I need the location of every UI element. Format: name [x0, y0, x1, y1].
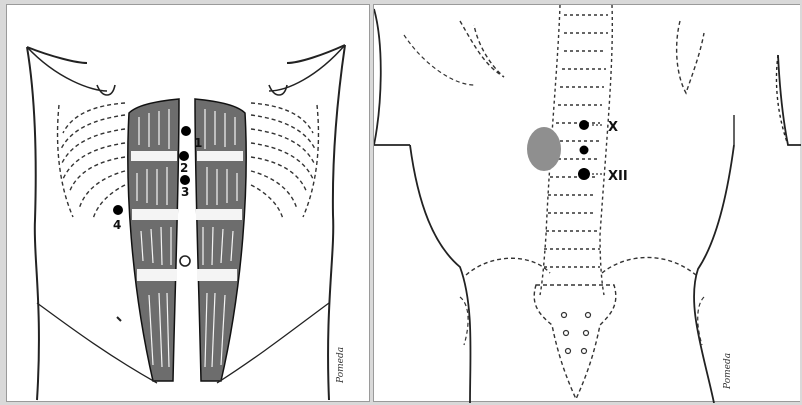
- trigger-point-label-1: 1: [194, 136, 202, 150]
- rectus-abdominis-right: [195, 99, 246, 381]
- trigger-point-2: [179, 151, 189, 161]
- hip-curve-left: [460, 297, 468, 345]
- left-nipple: [97, 85, 115, 95]
- trigger-point-1: [181, 126, 191, 136]
- trigger-point-label-3: 3: [181, 185, 189, 199]
- torso-outline-right: [287, 45, 345, 400]
- back-outline-left: [374, 9, 471, 403]
- torso-outline: [27, 47, 87, 400]
- lower-abdomen-mark: [117, 317, 121, 321]
- vertebra-point-xi: [580, 146, 589, 155]
- iliac-crest-right: [602, 257, 696, 275]
- artist-signature-front: Pomeda: [336, 347, 346, 384]
- trigger-point-label-4: 4: [113, 218, 121, 232]
- right-rib-cage: [251, 103, 318, 219]
- vertebra-point-x: [579, 120, 589, 130]
- rectus-abdominis-left: [128, 99, 179, 381]
- posterior-back-drawing: X XII Pomeda: [374, 5, 801, 403]
- umbilicus: [180, 256, 190, 266]
- sacrum: [534, 285, 616, 399]
- anterior-abdomen-panel: 1 2 3 4 Pomeda: [6, 4, 370, 402]
- sacral-foramina: [562, 313, 591, 354]
- right-scapula: [677, 21, 704, 93]
- shoulder-line-left: [27, 47, 107, 91]
- trigger-point-label-2: 2: [180, 161, 188, 175]
- iliac-crest-left: [466, 258, 550, 275]
- vertebra-label-xii: XII: [608, 169, 628, 184]
- trigger-point-3: [180, 175, 190, 185]
- trigger-point-4: [113, 205, 123, 215]
- shoulder-line-right: [269, 45, 345, 91]
- posterior-back-panel: X XII Pomeda: [373, 4, 800, 402]
- anterior-abdomen-drawing: 1 2 3 4 Pomeda: [7, 5, 371, 403]
- inguinal-line-left: [37, 303, 157, 383]
- left-shoulder: [404, 35, 474, 85]
- vertebra-label-x: X: [608, 120, 618, 135]
- artist-signature-back: Pomeda: [723, 353, 733, 390]
- referred-pain-area: [527, 127, 561, 171]
- left-scapula: [460, 21, 504, 77]
- vertebra-point-xii: [578, 168, 590, 180]
- back-outline-right: [694, 55, 801, 403]
- left-rib-cage: [58, 103, 125, 219]
